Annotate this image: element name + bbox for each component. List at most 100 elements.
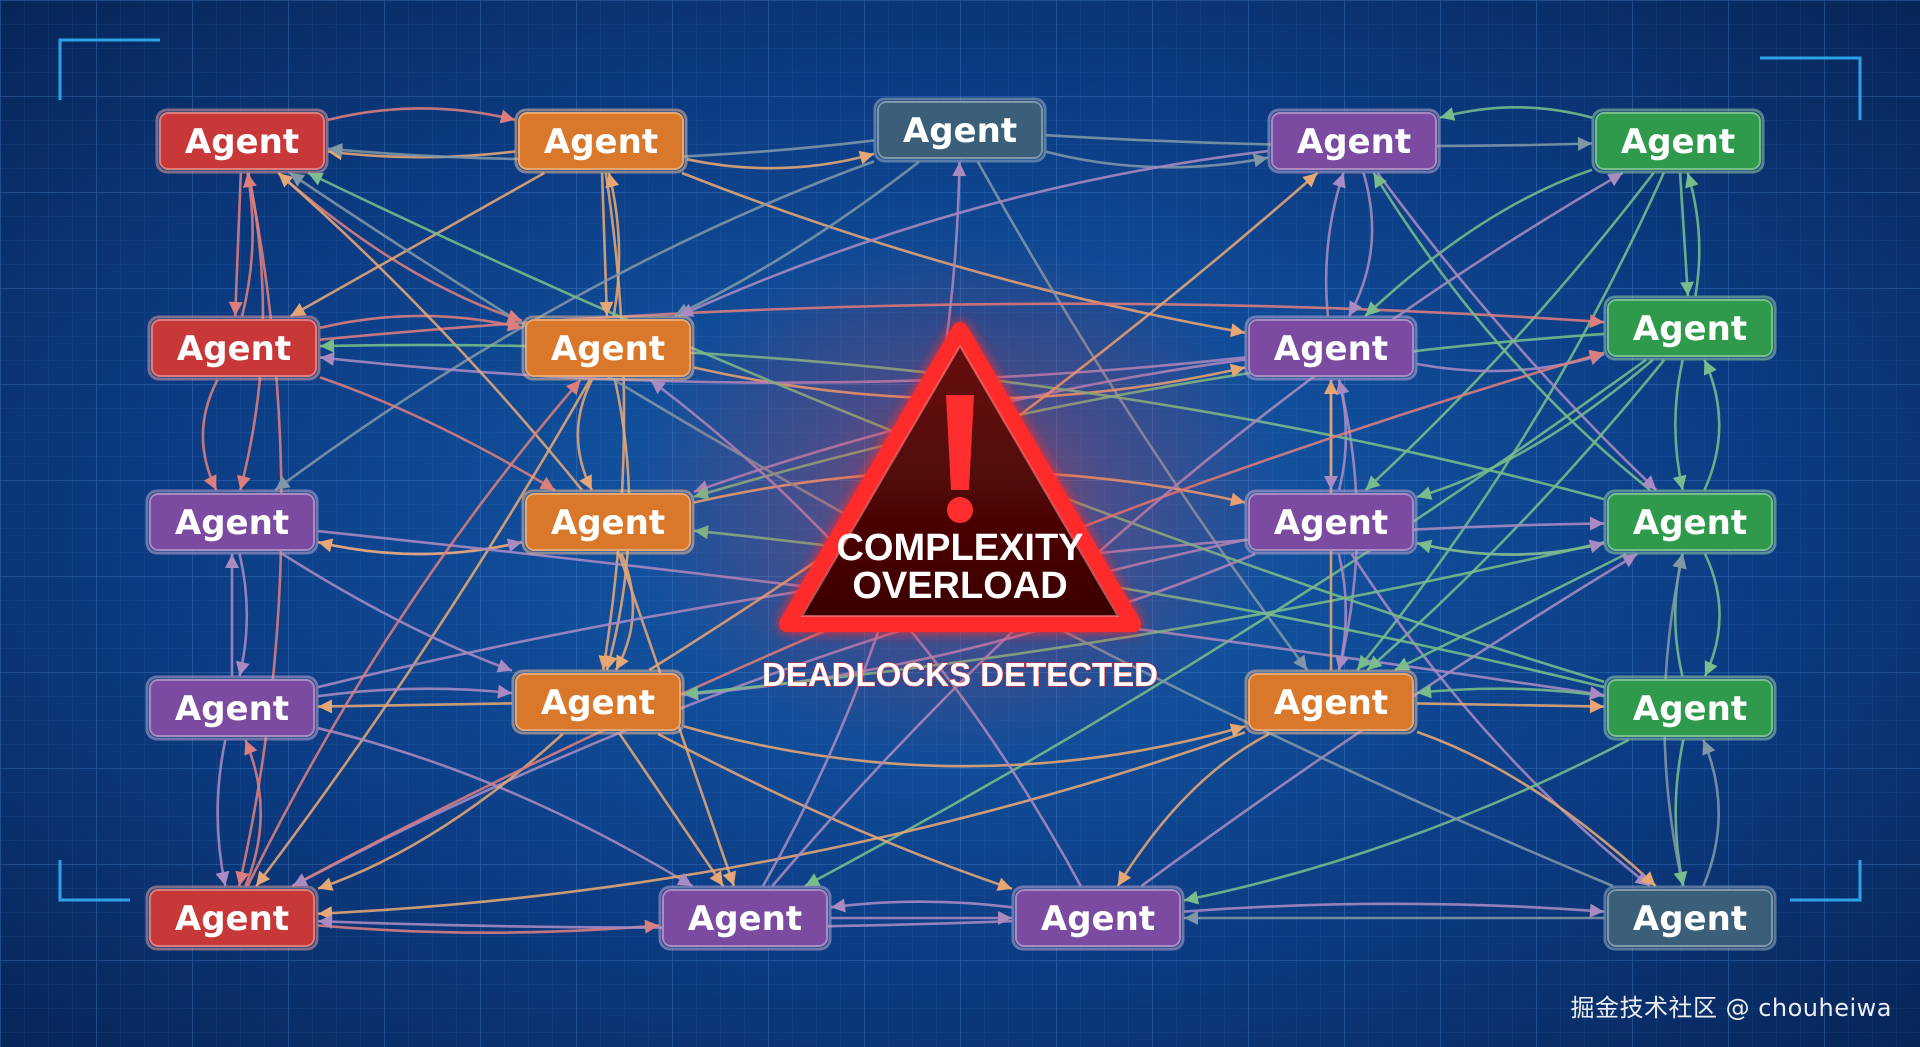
agent-node-outline	[1591, 108, 1765, 174]
arrowhead	[225, 554, 239, 568]
connection-line	[1347, 172, 1374, 317]
arrowhead	[1367, 655, 1383, 670]
agent-node-box	[1271, 112, 1437, 170]
connection-line	[1183, 902, 1605, 913]
agent-node-o5[interactable]: Agent	[1244, 669, 1418, 735]
agent-node-p5[interactable]: Agent	[145, 675, 319, 741]
arrowhead	[1252, 153, 1268, 168]
arrowhead	[615, 654, 629, 670]
agent-node-o1[interactable]: Agent	[514, 108, 688, 174]
agent-node-outline	[1011, 885, 1185, 951]
agent-node-p1[interactable]: Agent	[1267, 108, 1441, 174]
agent-node-box	[515, 673, 681, 731]
arrowhead	[235, 870, 250, 886]
arrowhead	[203, 474, 217, 490]
agent-label: Agent	[1621, 122, 1735, 162]
agent-node-g4[interactable]: Agent	[1603, 675, 1777, 741]
agent-node-r3[interactable]: Agent	[145, 885, 319, 951]
connection-line	[281, 552, 513, 672]
agent-label: Agent	[1274, 503, 1388, 543]
agent-node-p6[interactable]: Agent	[658, 885, 832, 951]
connection-line	[1703, 553, 1721, 677]
arrowhead	[256, 870, 271, 886]
arrowhead	[320, 352, 335, 366]
arrowhead	[215, 870, 230, 886]
connection-line	[1324, 172, 1345, 317]
agent-node-box	[1607, 493, 1773, 551]
agent-node-g2[interactable]: Agent	[1603, 295, 1777, 361]
exclamation-icon	[946, 395, 974, 523]
arrowhead	[1117, 870, 1132, 886]
connection-line	[216, 739, 227, 887]
connection-line	[618, 733, 725, 887]
arrowhead	[1589, 314, 1604, 329]
agent-node-box	[525, 319, 691, 377]
agent-node-o3[interactable]: Agent	[521, 489, 695, 555]
agent-node-p2[interactable]: Agent	[1244, 315, 1418, 381]
alert-title-line1: COMPLEXITY	[836, 527, 1083, 569]
agent-node-p7[interactable]: Agent	[1011, 885, 1185, 951]
agent-node-box	[1015, 889, 1181, 947]
connection-line	[240, 172, 254, 317]
agent-node-r1[interactable]: Agent	[155, 108, 329, 174]
agent-node-box	[159, 112, 325, 170]
agent-node-box	[151, 319, 317, 377]
agent-label: Agent	[541, 683, 655, 723]
arrowhead	[290, 303, 307, 316]
arrowhead	[1589, 699, 1604, 714]
agent-label: Agent	[1274, 683, 1388, 723]
agent-node-outline	[1603, 489, 1777, 555]
arrowhead	[1335, 380, 1350, 396]
connection-line	[290, 171, 545, 318]
agent-node-outline	[521, 489, 695, 555]
agent-node-r2[interactable]: Agent	[147, 315, 321, 381]
agent-label: Agent	[1633, 309, 1747, 349]
arrowhead	[1641, 475, 1657, 490]
agent-label: Agent	[551, 329, 665, 369]
agent-node-p4[interactable]: Agent	[1244, 489, 1418, 555]
agent-node-box	[1607, 299, 1773, 357]
arrowhead	[243, 173, 257, 188]
connection-line	[1376, 172, 1658, 491]
arrowhead	[1589, 686, 1604, 700]
agent-node-outline	[155, 108, 329, 174]
arrowhead	[805, 873, 821, 886]
connection-line	[317, 733, 564, 890]
arrowhead	[1324, 380, 1338, 394]
arrowhead	[236, 660, 250, 676]
connection-line	[1702, 739, 1720, 887]
connection-line	[1416, 359, 1654, 499]
arrowhead	[1348, 300, 1362, 316]
arrowhead	[1440, 107, 1456, 121]
arrowhead	[328, 143, 343, 157]
agent-label: Agent	[1297, 122, 1411, 162]
arrowhead	[1417, 684, 1432, 699]
arrowhead	[1672, 474, 1687, 490]
connection-line	[246, 379, 582, 887]
agent-node-outline	[145, 675, 319, 741]
agent-node-box	[149, 889, 315, 947]
arrowhead	[650, 380, 666, 394]
agent-node-g1[interactable]: Agent	[1591, 108, 1765, 174]
agent-node-box	[1248, 319, 1414, 377]
agent-node-o2[interactable]: Agent	[521, 315, 695, 381]
agent-node-s1[interactable]: Agent	[873, 97, 1047, 163]
agent-node-o4[interactable]: Agent	[511, 669, 685, 735]
arrowhead	[1680, 281, 1694, 296]
agent-node-box	[525, 493, 691, 551]
agent-label: Agent	[1633, 503, 1747, 543]
agent-node-s2[interactable]: Agent	[1603, 885, 1777, 951]
agent-node-box	[1607, 679, 1773, 737]
connection-line	[600, 172, 609, 317]
alert-subtitle: DEADLOCKS DETECTED	[762, 656, 1158, 693]
arrowhead	[676, 872, 693, 886]
arrowhead	[831, 898, 846, 913]
agent-node-p3[interactable]: Agent	[145, 489, 319, 555]
arrowhead	[539, 476, 555, 490]
arrowhead	[599, 301, 614, 316]
arrowhead	[644, 919, 659, 934]
agent-label: Agent	[177, 329, 291, 369]
arrowhead	[1365, 475, 1381, 490]
agent-node-g3[interactable]: Agent	[1603, 489, 1777, 555]
agent-node-outline	[1603, 885, 1777, 951]
